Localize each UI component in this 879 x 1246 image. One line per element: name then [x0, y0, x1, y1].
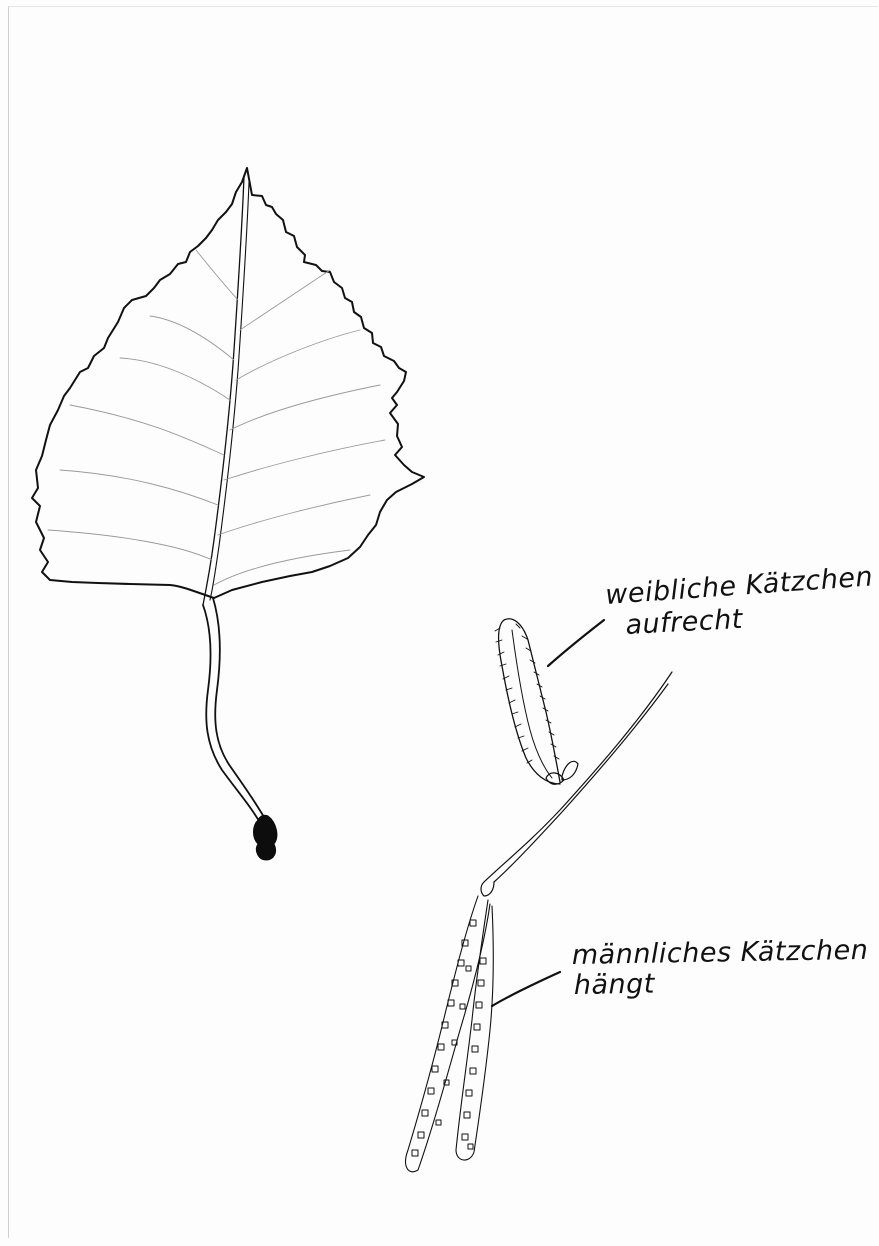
male-catkin-label-line1: männliches Kätzchen: [572, 935, 869, 971]
male-catkin-label-line2: hängt: [574, 969, 656, 1001]
male-catkin: [406, 896, 494, 1172]
female-catkin-label-line2: aufrecht: [625, 604, 745, 641]
female-catkin: [495, 619, 578, 784]
petiole-base: [254, 815, 277, 860]
leaf-petiole: [203, 605, 262, 826]
leaf-veins: [48, 250, 385, 585]
male-catkin-pointer: [492, 972, 560, 1006]
leaf-midrib: [203, 176, 244, 605]
birch-leaf: [32, 168, 424, 860]
female-catkin-pointer: [548, 620, 604, 666]
